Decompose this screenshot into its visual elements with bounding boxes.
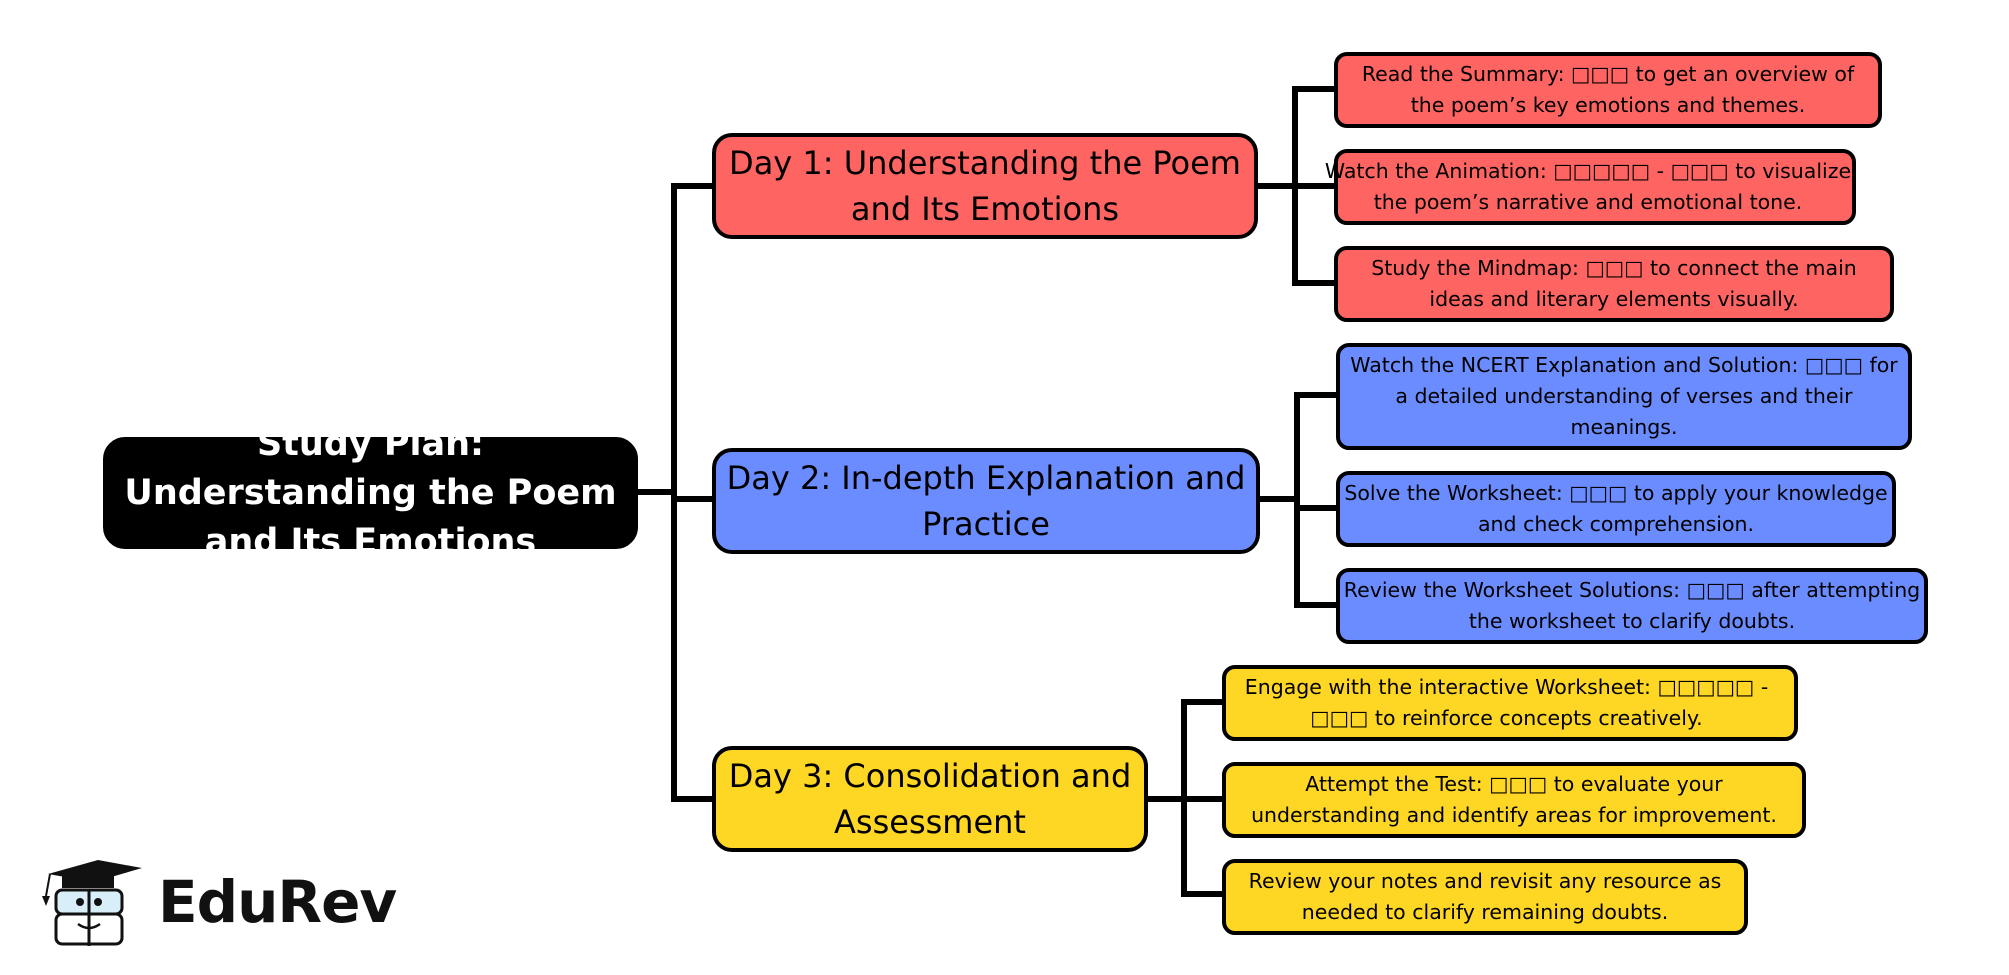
day-2-task-2: Solve the Worksheet: □□□ to apply your k… bbox=[1336, 471, 1896, 547]
day-1-task-2: Watch the Animation: □□□□□ - □□□ to visu… bbox=[1325, 149, 1856, 225]
connector-day1-task-1 bbox=[1292, 86, 1336, 92]
connector-day2-task-2 bbox=[1294, 505, 1338, 511]
day-3-task-3: Review your notes and revisit any resour… bbox=[1222, 859, 1748, 935]
connector-day1-task-3 bbox=[1292, 280, 1336, 286]
task-text: Watch the Animation: □□□□□ - □□□ to visu… bbox=[1324, 159, 1852, 214]
connector-day-3 bbox=[671, 796, 715, 802]
connector-day-2 bbox=[671, 496, 715, 502]
day-3-node: Day 3: Consolidation and Assessment bbox=[712, 746, 1148, 852]
connector-day2-task-3 bbox=[1294, 602, 1338, 608]
day-1-title: Day 1: Understanding the Poem and Its Em… bbox=[729, 144, 1241, 228]
task-text: Review your notes and revisit any resour… bbox=[1248, 869, 1722, 924]
day-1-task-3: Study the Mindmap: □□□ to connect the ma… bbox=[1334, 246, 1894, 322]
day-3-task-2: Attempt the Test: □□□ to evaluate your u… bbox=[1222, 762, 1806, 838]
task-text: Attempt the Test: □□□ to evaluate your u… bbox=[1251, 772, 1777, 827]
task-text: Study the Mindmap: □□□ to connect the ma… bbox=[1371, 256, 1857, 311]
connector-day1-out bbox=[1256, 183, 1298, 189]
connector-day2-task-1 bbox=[1294, 392, 1338, 398]
day-1-task-1: Read the Summary: □□□ to get an overview… bbox=[1334, 52, 1882, 128]
task-text: Read the Summary: □□□ to get an overview… bbox=[1361, 62, 1855, 117]
root-title: Study Plan: Understanding the Poem and I… bbox=[124, 423, 617, 562]
task-text: Review the Worksheet Solutions: □□□ afte… bbox=[1343, 578, 1921, 633]
task-text: Watch the NCERT Explanation and Solution… bbox=[1350, 353, 1898, 439]
connector-day3-out bbox=[1145, 796, 1187, 802]
connector-day3-task-1 bbox=[1181, 699, 1225, 705]
task-text: Engage with the interactive Worksheet: □… bbox=[1244, 675, 1769, 730]
root-node: Study Plan: Understanding the Poem and I… bbox=[103, 424, 638, 562]
day-3-task-1: Engage with the interactive Worksheet: □… bbox=[1222, 665, 1798, 741]
day-2-task-1: Watch the NCERT Explanation and Solution… bbox=[1336, 343, 1912, 450]
day-2-title: Day 2: In-depth Explanation and Practice bbox=[726, 459, 1246, 543]
connector-day2-spine bbox=[1294, 392, 1300, 608]
connector-day3-task-2 bbox=[1181, 796, 1225, 802]
connector-day1-task-2 bbox=[1292, 183, 1336, 189]
day-2-node: Day 2: In-depth Explanation and Practice bbox=[712, 448, 1260, 554]
connector-root-out bbox=[637, 489, 677, 495]
connector-day3-task-3 bbox=[1181, 891, 1225, 897]
day-2-task-3: Review the Worksheet Solutions: □□□ afte… bbox=[1336, 568, 1928, 644]
connector-day-1 bbox=[671, 183, 715, 189]
connector-day2-out bbox=[1258, 496, 1300, 502]
day-3-title: Day 3: Consolidation and Assessment bbox=[728, 757, 1132, 841]
task-text: Solve the Worksheet: □□□ to apply your k… bbox=[1344, 481, 1888, 536]
day-1-node: Day 1: Understanding the Poem and Its Em… bbox=[712, 133, 1258, 239]
graduation-cap-mascot-icon bbox=[42, 860, 142, 946]
connector-main-spine bbox=[671, 183, 677, 802]
logo-text: EduRev bbox=[158, 868, 397, 936]
edurev-logo: EduRev bbox=[38, 856, 397, 948]
